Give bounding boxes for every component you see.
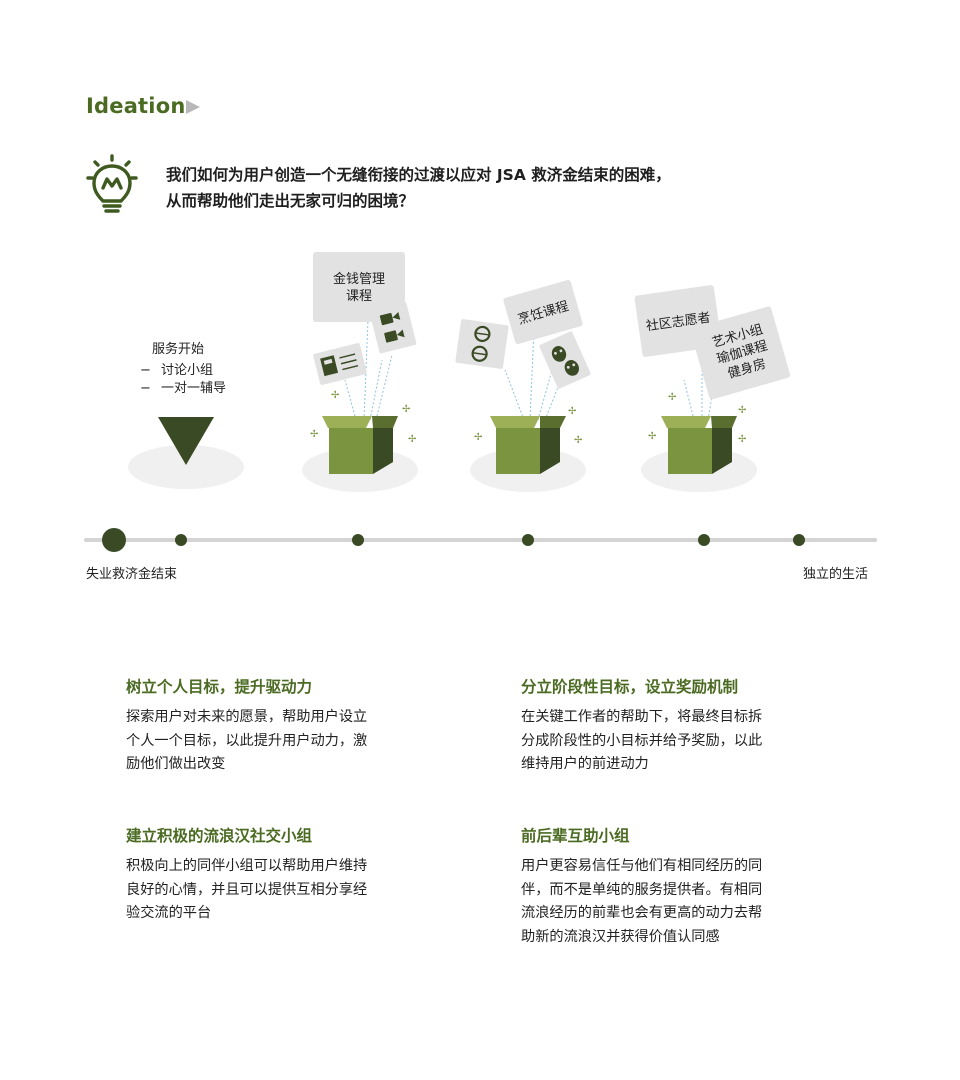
service-start-item: 一对一辅导 [161, 381, 226, 396]
camera-ticket-icon [369, 302, 417, 354]
idea-description: 用户更容易信任与他们有相同经历的同伴，而不是单纯的服务提供者。有相同流浪经历的前… [521, 858, 763, 945]
idea-title: 树立个人目标，提升驱动力 [126, 678, 313, 696]
opportunity-box-2: ✢ ✢ ✢ 烹饪课程 [455, 279, 591, 474]
idea-title: 建立积极的流浪汉社交小组 [126, 827, 313, 845]
svg-text:✢: ✢ [738, 405, 746, 416]
svg-text:✢: ✢ [574, 435, 582, 446]
idea-description: 探索用户对未来的愿景，帮助用户设立个人一个目标，以此提升用户动力，激励他们做出改… [126, 709, 368, 772]
timeline-end-node [793, 534, 805, 546]
service-start-dash: − [140, 381, 151, 396]
activity-card-label: 金钱管理 [333, 271, 385, 287]
timeline [84, 528, 877, 552]
start-triangle [158, 417, 214, 465]
timeline-end-label: 独立的生活 [803, 567, 869, 582]
timeline-node [352, 534, 364, 546]
service-start-item: 讨论小组 [161, 363, 213, 378]
question-line-1: 我们如何为用户创造一个无缝衔接的过渡以应对 JSA 救济金结束的困难， [166, 166, 671, 184]
svg-text:✢: ✢ [474, 432, 482, 443]
activity-card [313, 252, 405, 322]
svg-text:✢: ✢ [738, 434, 746, 445]
timeline-start-label: 失业救济金结束 [86, 567, 178, 582]
opportunity-box-3: ✢ ✢ ✢ ✢ 社区志愿者 艺术小组 瑜伽课程 健身房 [634, 285, 791, 474]
play-arrow-icon [186, 100, 200, 114]
svg-text:✢: ✢ [402, 404, 410, 415]
idea-description: 积极向上的同伴小组可以帮助用户维持良好的心情，并且可以提供互相分享经验交流的平台 [126, 858, 368, 921]
activity-card-label: 课程 [346, 289, 372, 304]
globe-ticket-icon [455, 319, 509, 369]
timeline-start-node [102, 528, 126, 552]
svg-text:✢: ✢ [668, 392, 676, 403]
timeline-node [175, 534, 187, 546]
timeline-node [522, 534, 534, 546]
timeline-node [698, 534, 710, 546]
masks-ticket-icon [539, 331, 591, 389]
journey-illustration: 服务开始 − 讨论小组 − 一对一辅导 ✢ ✢ ✢ ✢ 金钱管理 课程 [128, 252, 791, 492]
opportunity-box-1: ✢ ✢ ✢ ✢ 金钱管理 课程 [310, 252, 417, 474]
book-ticket-icon [313, 343, 367, 385]
svg-text:✢: ✢ [408, 434, 416, 445]
svg-text:✢: ✢ [331, 390, 339, 401]
svg-text:✢: ✢ [568, 406, 576, 417]
section-title: Ideation [86, 94, 186, 118]
svg-text:✢: ✢ [648, 431, 656, 442]
lightbulb-icon [86, 154, 138, 213]
service-start-title: 服务开始 [152, 341, 204, 357]
ground-shadow [128, 445, 244, 489]
service-start-dash: − [140, 363, 151, 378]
idea-description: 在关键工作者的帮助下，将最终目标拆分成阶段性的小目标并给予奖励，以此维持用户的前… [521, 709, 763, 772]
activity-card [503, 279, 583, 345]
activity-card [690, 306, 791, 400]
idea-title: 分立阶段性目标，设立奖励机制 [521, 678, 739, 696]
question-line-2: 从而帮助他们走出无家可归的困境？ [166, 192, 415, 210]
idea-title: 前后辈互助小组 [521, 827, 630, 845]
svg-text:✢: ✢ [310, 429, 318, 440]
